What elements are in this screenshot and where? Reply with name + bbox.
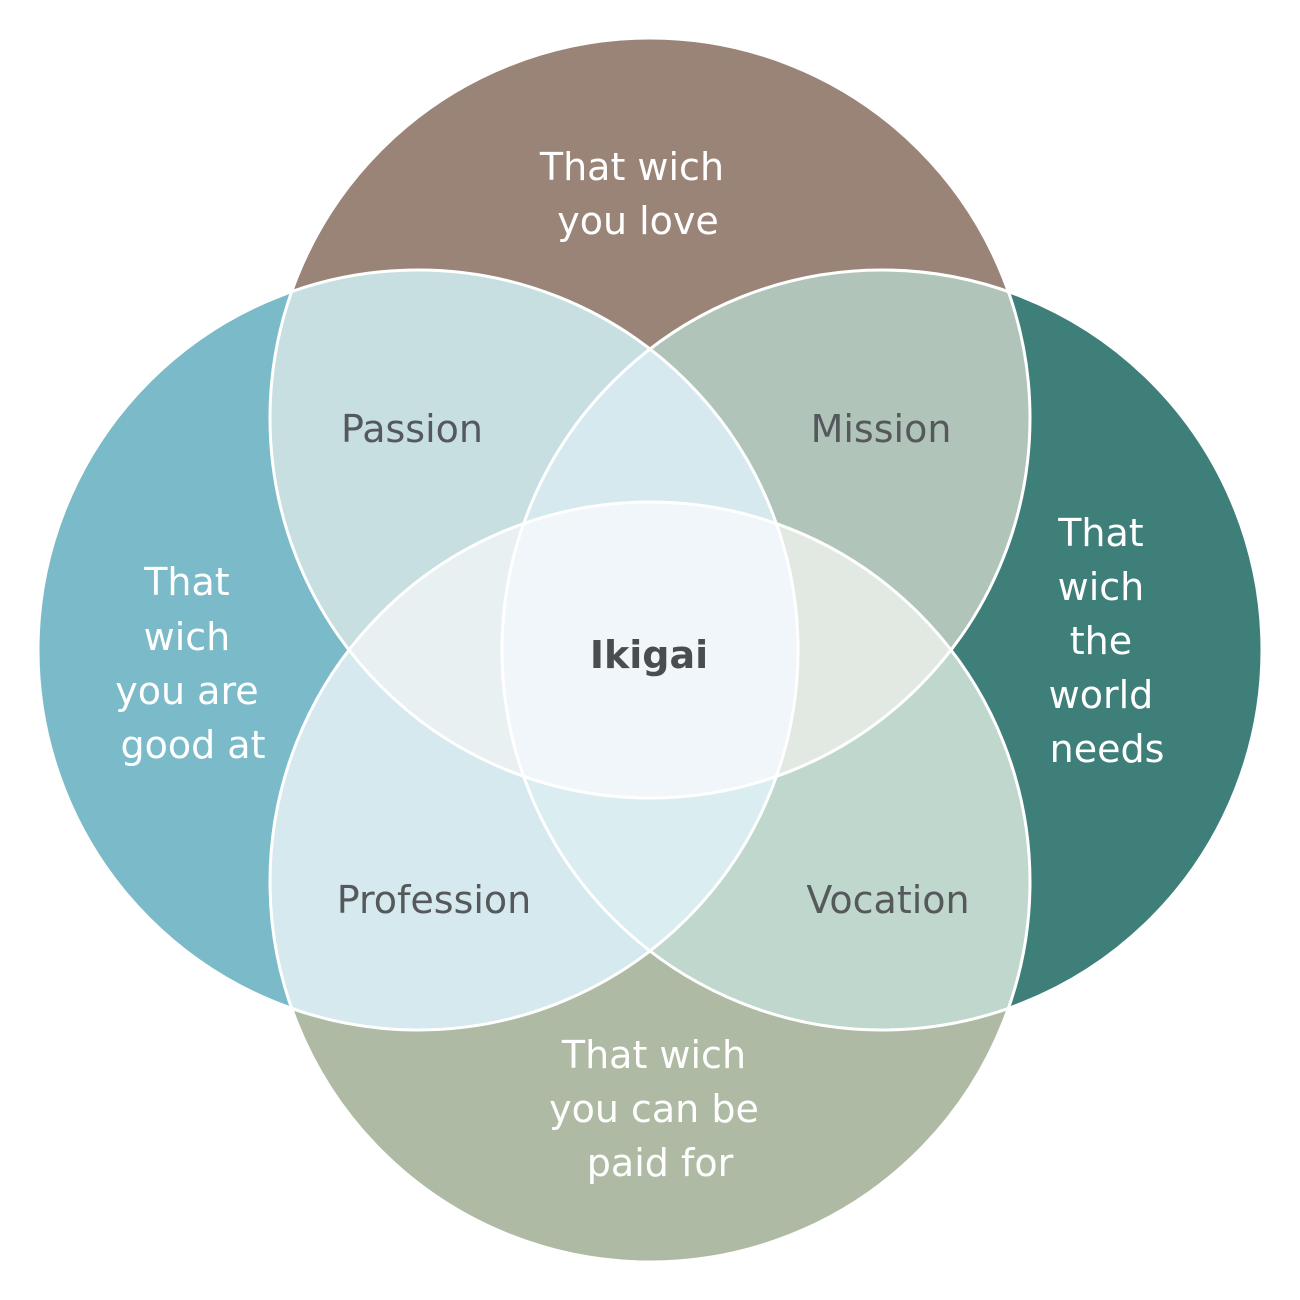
mission-label: Mission xyxy=(811,407,952,451)
paid-for-text: That wich you can be paid for xyxy=(549,1033,771,1185)
circle-outlines xyxy=(36,36,1264,1264)
love-text: That wich you love xyxy=(539,145,736,243)
vocation-label: Vocation xyxy=(806,878,969,922)
profession-label: Profession xyxy=(337,878,532,922)
passion-label: Passion xyxy=(341,407,483,451)
good-at-text: That wich you are good at xyxy=(115,560,270,767)
world-needs-text: That wich the world needs xyxy=(1049,511,1166,771)
ikigai-label: Ikigai xyxy=(590,633,708,677)
